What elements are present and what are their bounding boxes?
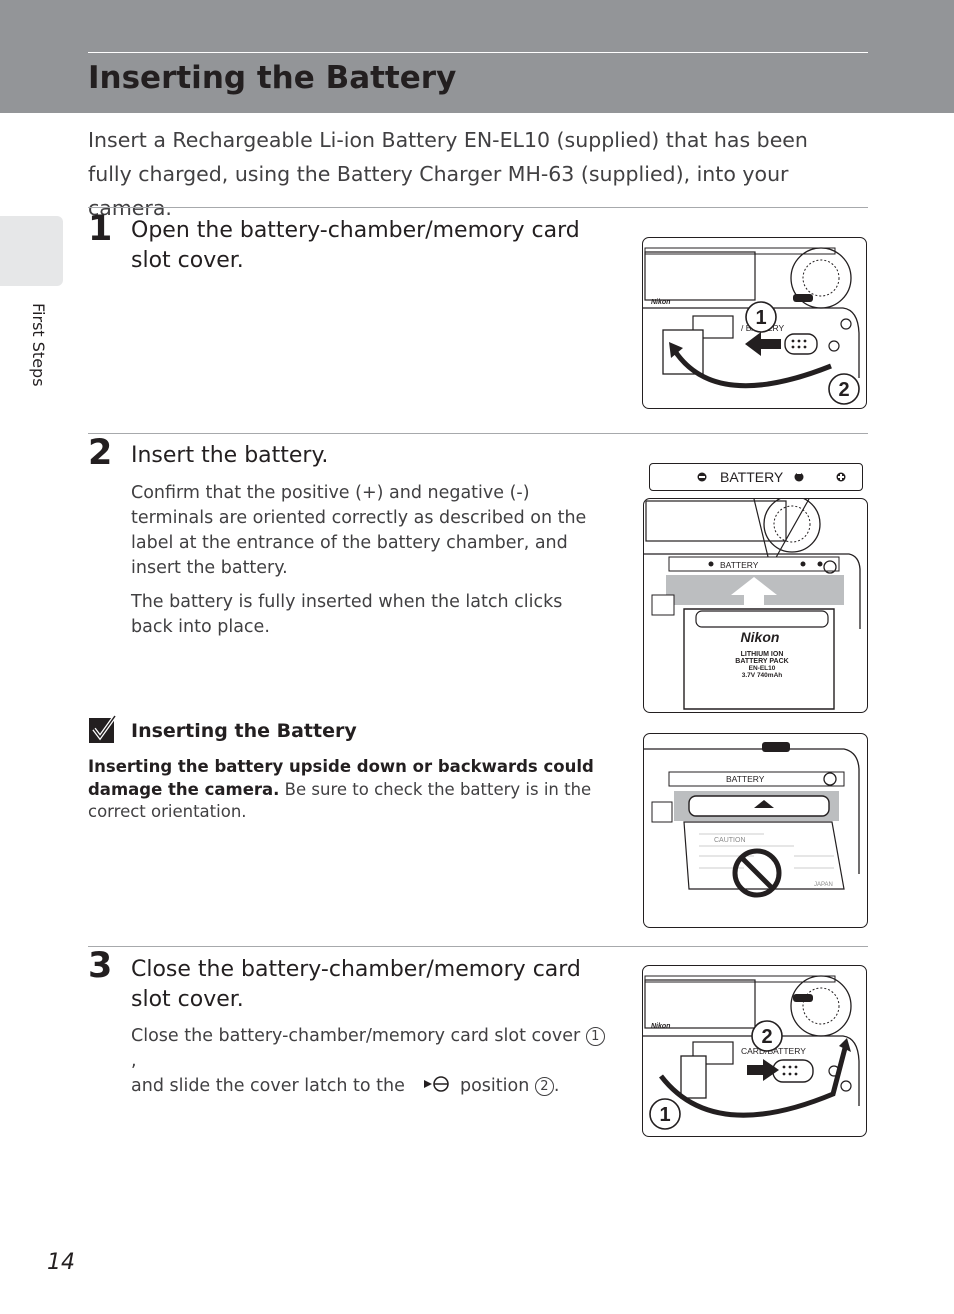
battery-text-line: BATTERY PACK bbox=[735, 658, 788, 665]
callout-2: 2 bbox=[838, 379, 849, 401]
step-3-text: . bbox=[553, 1076, 560, 1096]
note-warning: Inserting the battery upside down or bac… bbox=[88, 757, 594, 799]
divider bbox=[88, 207, 868, 208]
page-title: Inserting the Battery bbox=[88, 60, 457, 96]
ref-1-badge: 1 bbox=[585, 1027, 605, 1046]
battery-text-line: EN-EL10 bbox=[749, 665, 776, 672]
step-2-number: 2 bbox=[88, 433, 113, 473]
callout-1: 1 bbox=[659, 1104, 670, 1126]
ref-2-badge: 2 bbox=[534, 1077, 554, 1096]
section-label: First Steps bbox=[29, 303, 48, 387]
battery-wrong-orientation-illustration: BATTERY CAUTION JAPAN bbox=[644, 742, 860, 898]
figure-wrong-orientation: BATTERY CAUTION JAPAN bbox=[643, 733, 868, 928]
step-3-line: Close the battery-chamber/memory card sl… bbox=[131, 1024, 606, 1074]
divider bbox=[88, 946, 868, 947]
camera-brand-text: Nikon bbox=[651, 1023, 670, 1030]
battery-label-strip: BATTERY bbox=[649, 463, 863, 491]
camera-brand-text: Nikon bbox=[651, 299, 670, 306]
caution-text: CAUTION bbox=[714, 837, 746, 844]
callout-1: 1 bbox=[755, 307, 766, 329]
step-3-line: and slide the cover latch to the positio… bbox=[131, 1074, 606, 1099]
header-rule bbox=[88, 52, 868, 53]
figure-insert-battery: BATTERY Nikon LITHIUM ION BATTERY PACK E… bbox=[643, 498, 868, 713]
strip-label-text: BATTERY bbox=[720, 469, 784, 485]
step-1-title: Open the battery-chamber/memory card slo… bbox=[131, 218, 580, 273]
step-3-text: position bbox=[454, 1076, 535, 1096]
step-2-paragraph: Confirm that the positive (+) and negati… bbox=[131, 483, 587, 578]
step-3-body: Close the battery-chamber/memory card sl… bbox=[131, 1024, 606, 1099]
battery-brand-text: Nikon bbox=[741, 629, 780, 645]
battery-text-line: LITHIUM ION bbox=[741, 651, 784, 658]
camera-close-cover-illustration: Nikon CARD/BATTERY 2 1 bbox=[643, 975, 860, 1130]
chamber-label-text: BATTERY bbox=[726, 774, 765, 784]
note-title: Inserting the Battery bbox=[131, 720, 357, 742]
section-tab bbox=[0, 216, 63, 286]
intro-text: Insert a Rechargeable Li-ion Battery EN-… bbox=[88, 128, 808, 220]
step-2-title: Insert the battery. bbox=[131, 443, 329, 468]
step-3-text: and slide the cover latch to the bbox=[131, 1076, 411, 1096]
chamber-label-text: BATTERY bbox=[720, 560, 759, 570]
step-3-title: Close the battery-chamber/memory card sl… bbox=[131, 957, 581, 1012]
step-1-number: 1 bbox=[88, 209, 113, 249]
checkmark-note-icon bbox=[89, 715, 117, 743]
step-3-number: 3 bbox=[88, 946, 113, 986]
lock-position-icon bbox=[424, 1076, 450, 1092]
step-2-body: Confirm that the positive (+) and negati… bbox=[131, 481, 606, 649]
step-3-text: , bbox=[131, 1051, 137, 1071]
country-text: JAPAN bbox=[814, 882, 833, 888]
header-band bbox=[0, 0, 954, 113]
note-body: Inserting the battery upside down or bac… bbox=[88, 756, 618, 824]
note-text: Be sure to check the battery is in the c… bbox=[88, 779, 592, 822]
camera-open-cover-illustration: Nikon / BATTERY 1 2 bbox=[643, 247, 860, 405]
divider bbox=[88, 433, 868, 434]
battery-text-line: 3.7V 740mAh bbox=[742, 672, 782, 679]
callout-2: 2 bbox=[761, 1026, 772, 1048]
figure-open-cover: Nikon / BATTERY 1 2 bbox=[642, 237, 867, 409]
battery-insertion-illustration: BATTERY Nikon LITHIUM ION BATTERY PACK E… bbox=[644, 499, 861, 710]
page-number: 14 bbox=[47, 1250, 75, 1275]
step-2-paragraph: The battery is fully inserted when the l… bbox=[131, 592, 563, 637]
step-3-text: Close the battery-chamber/memory card sl… bbox=[131, 1026, 586, 1046]
figure-close-cover: Nikon CARD/BATTERY 2 1 bbox=[642, 965, 867, 1137]
slot-label-text: CARD/BATTERY bbox=[741, 1046, 806, 1056]
